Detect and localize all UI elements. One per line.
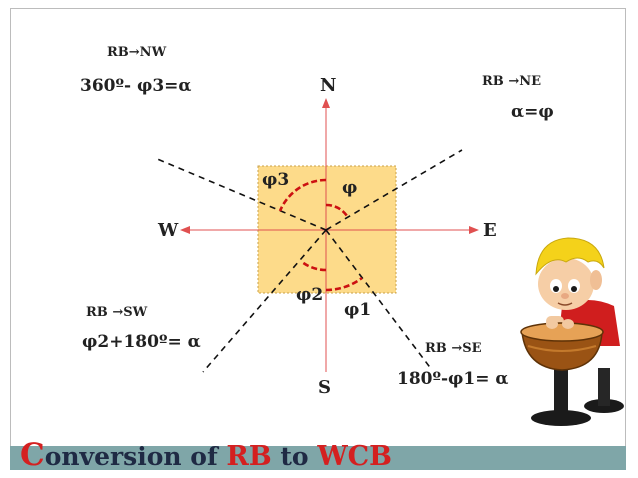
bearing-line-nw <box>154 157 327 231</box>
arc-phi1 <box>325 276 363 292</box>
title-rb: RB <box>226 441 272 472</box>
angle-phi2-label: φ2 <box>296 285 324 305</box>
footer-bar <box>10 446 626 470</box>
west-arrowhead <box>180 226 190 234</box>
angle-phi-label: φ <box>342 178 358 198</box>
nw-label: RB→NW <box>107 45 167 60</box>
east-label: E <box>483 220 497 241</box>
angle-phi3-label: φ3 <box>262 170 290 190</box>
title-to: to <box>271 442 318 471</box>
ne-label: RB →NE <box>482 74 542 89</box>
slide-title: Conversion of RB to WCB <box>20 440 392 471</box>
angle-phi1-label: φ1 <box>344 300 372 320</box>
arc-phi3 <box>278 178 327 212</box>
bearing-line-sw <box>202 229 327 373</box>
south-label: S <box>318 377 331 398</box>
se-formula: 180º-φ1= α <box>397 369 509 389</box>
arc-phi <box>325 203 349 217</box>
north-label: N <box>320 75 337 96</box>
east-arrowhead <box>469 226 479 234</box>
north-arrowhead <box>322 98 330 108</box>
bearing-line-se <box>325 229 433 371</box>
sw-formula: φ2+180º= α <box>82 332 201 352</box>
sw-label: RB →SW <box>86 305 148 320</box>
arc-phi2 <box>301 260 327 272</box>
title-conversion-of: onversion of <box>44 442 227 471</box>
bearing-line-ne <box>325 149 463 231</box>
student-at-desk-icon <box>520 237 624 426</box>
title-wcb: WCB <box>317 441 392 472</box>
ne-formula: α=φ <box>511 102 554 122</box>
se-label: RB →SE <box>425 341 482 356</box>
nw-formula: 360º- φ3=α <box>80 76 192 96</box>
title-initial: C <box>20 437 45 473</box>
west-label: W <box>158 220 179 241</box>
